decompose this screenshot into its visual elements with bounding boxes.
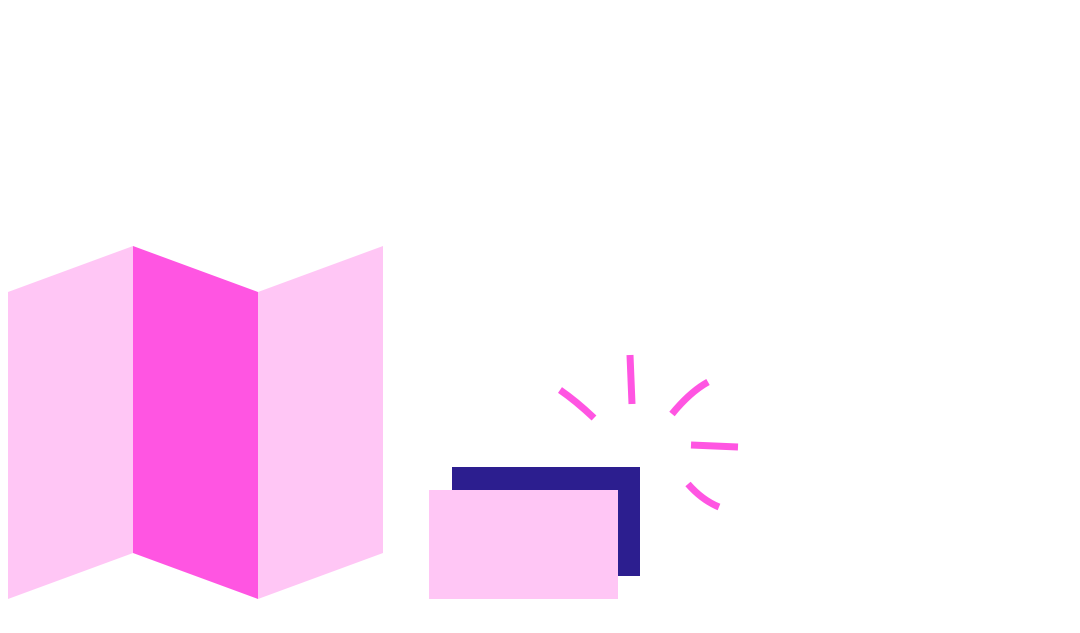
sparkle-line-1 xyxy=(558,387,597,421)
folded-map-icon xyxy=(8,246,383,599)
sparkle-line-3 xyxy=(669,378,710,417)
map-panel-middle xyxy=(133,246,258,599)
sparkle-line-5 xyxy=(685,481,721,511)
map-panel-left xyxy=(8,246,133,599)
sparkle-line-4 xyxy=(690,441,739,451)
stacked-cards-icon xyxy=(429,467,640,599)
map-panel-right xyxy=(258,246,383,599)
sparkle-line-2 xyxy=(626,354,636,405)
front-card xyxy=(429,490,618,599)
sparkle-burst-icon xyxy=(558,354,739,511)
